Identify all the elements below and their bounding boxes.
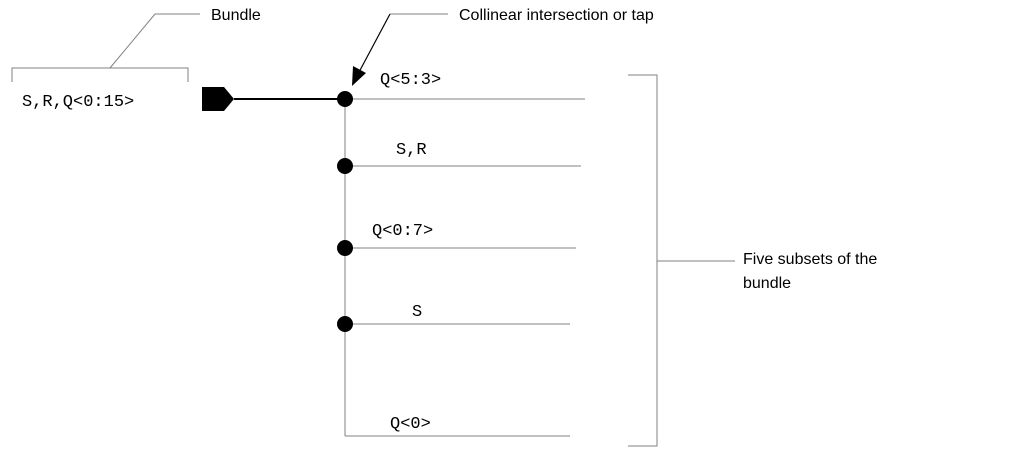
tap-dot-icon [337,91,353,107]
bundle-callout-label: Bundle [211,7,261,24]
tap-dot-icon [337,158,353,174]
subsets-bracket [628,74,658,447]
tap-label: S,R [396,141,427,160]
tap-label: Q<5:3> [380,71,441,90]
tap-label: Q<0> [390,415,431,434]
tap-branch-0: Q<5:3> [337,71,585,107]
tap-dot-icon [337,316,353,332]
bundle-name-label: S,R,Q<0:15> [22,93,134,112]
tap-label: Q<0:7> [372,222,433,241]
tap-arrow-shaft [357,13,391,75]
tap-label: S [412,303,422,322]
tap-branch-3: S [337,303,570,332]
bundle-connector-icon [202,87,234,111]
bundle-leader-line [109,13,200,69]
bundle-name-bracket [11,67,189,82]
tap-callout-label: Collinear intersection or tap [459,7,654,24]
tap-branch-2: Q<0:7> [337,222,576,256]
tap-arrowhead-icon [352,66,366,86]
subsets-callout-line1: Five subsets of the [743,251,877,268]
tap-branch-1: S,R [337,141,581,174]
tap-dot-icon [337,240,353,256]
subsets-callout-line2: bundle [743,275,791,292]
tap-branch-4: Q<0> [345,415,570,437]
